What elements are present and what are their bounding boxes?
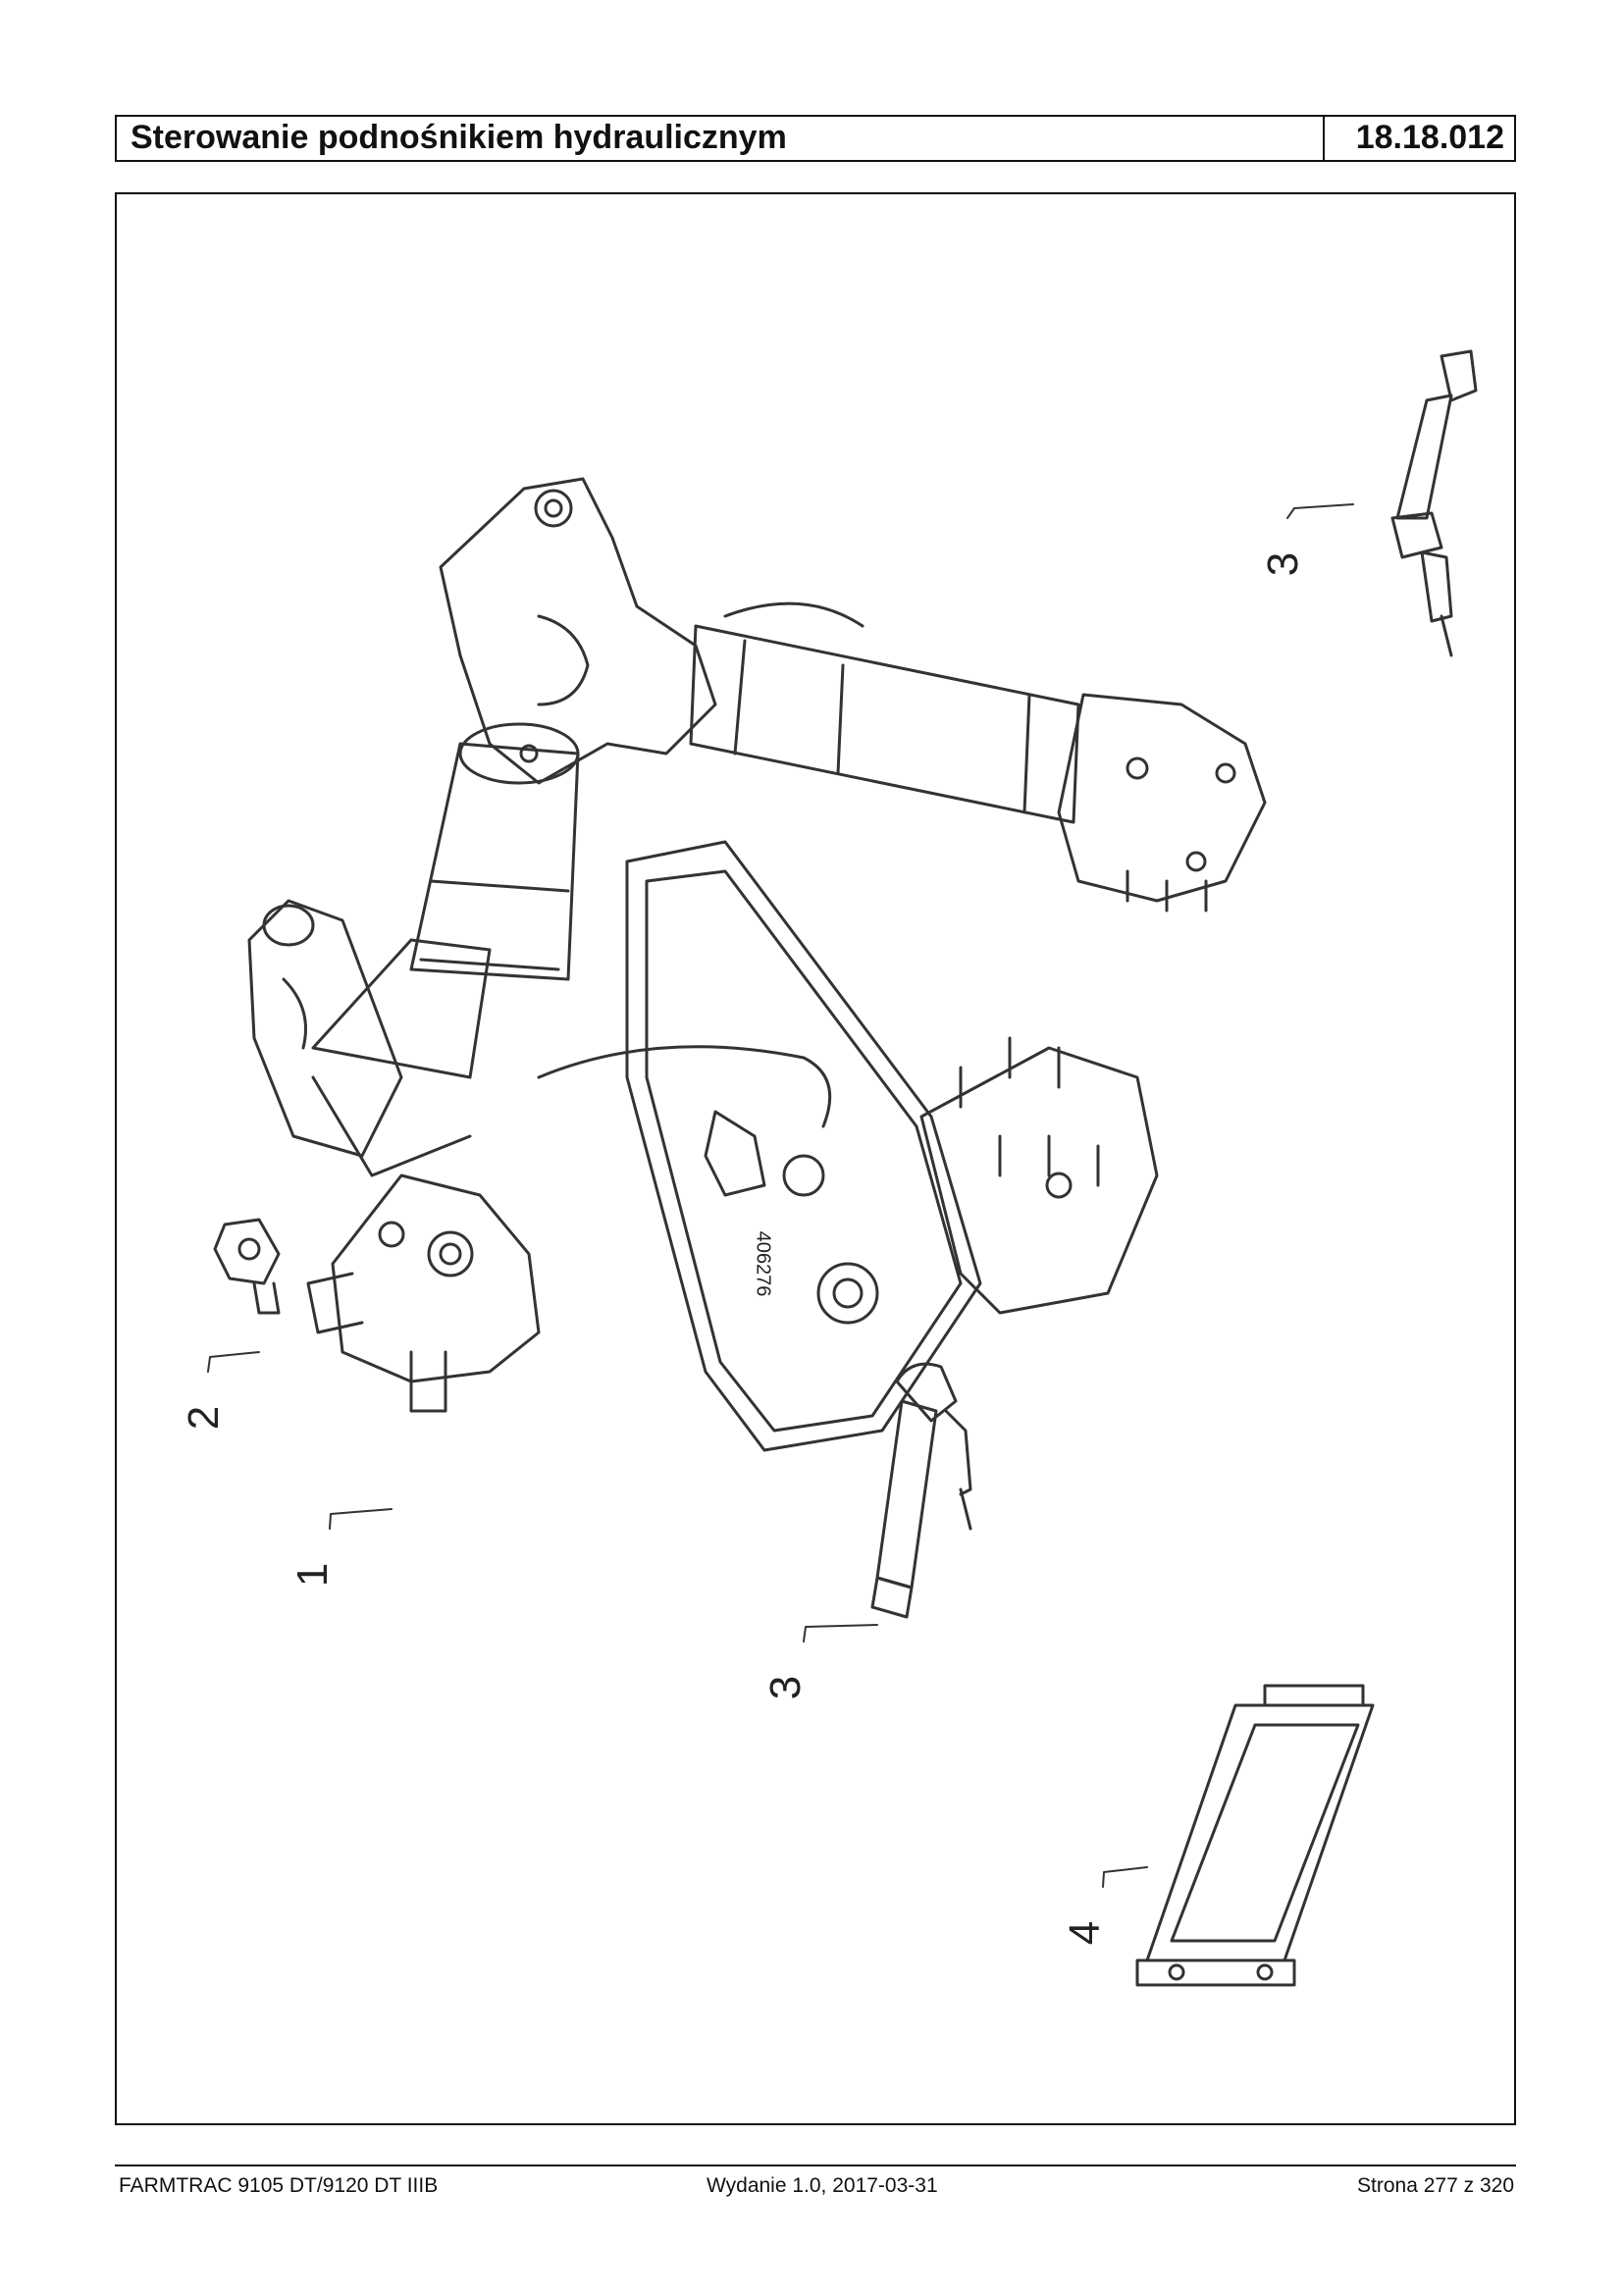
part-3-lower-pin-drawing — [870, 1362, 972, 1619]
hydraulic-lift-drawing — [207, 349, 1478, 1987]
part-marking: 406276 — [752, 1230, 774, 1297]
upper-lift-arm-drawing — [439, 477, 717, 785]
footer-model: FARMTRAC 9105 DT/9120 DT IIIB — [119, 2174, 439, 2197]
section-code: 18.18.012 — [1355, 119, 1504, 156]
cylinder-end-block-drawing — [1057, 693, 1267, 913]
callout-leaders — [207, 503, 1354, 1888]
footer-page-number: Strona 277 z 320 — [1357, 2174, 1514, 2197]
part-4-control-unit-drawing — [1135, 1684, 1375, 1987]
exploded-view-figure: 3 2 1 3 4 406276 — [115, 192, 1516, 2125]
valve-base-plate-drawing — [537, 840, 982, 1452]
callout-4: 4 — [1061, 1920, 1110, 1946]
callout-1: 1 — [288, 1562, 338, 1588]
pump-body-drawing — [919, 1036, 1159, 1315]
section-title: Sterowanie podnośnikiem hydraulicznym — [117, 117, 1325, 160]
main-shaft-drawing — [311, 722, 580, 1177]
lift-cylinder-drawing — [689, 601, 1080, 824]
part-3-upper-pin-drawing — [1390, 349, 1478, 657]
part-1-valve-drawing — [306, 1174, 541, 1413]
footer-divider — [115, 2165, 1516, 2166]
page-header: Sterowanie podnośnikiem hydraulicznym 18… — [115, 115, 1516, 162]
footer-edition: Wydanie 1.0, 2017-03-31 — [707, 2174, 938, 2197]
callout-3-upper: 3 — [1259, 551, 1308, 577]
lower-lift-arm-drawing — [247, 899, 403, 1158]
callout-3-lower: 3 — [761, 1675, 811, 1700]
callout-2: 2 — [180, 1405, 229, 1431]
part-2-sensor-drawing — [213, 1218, 281, 1315]
